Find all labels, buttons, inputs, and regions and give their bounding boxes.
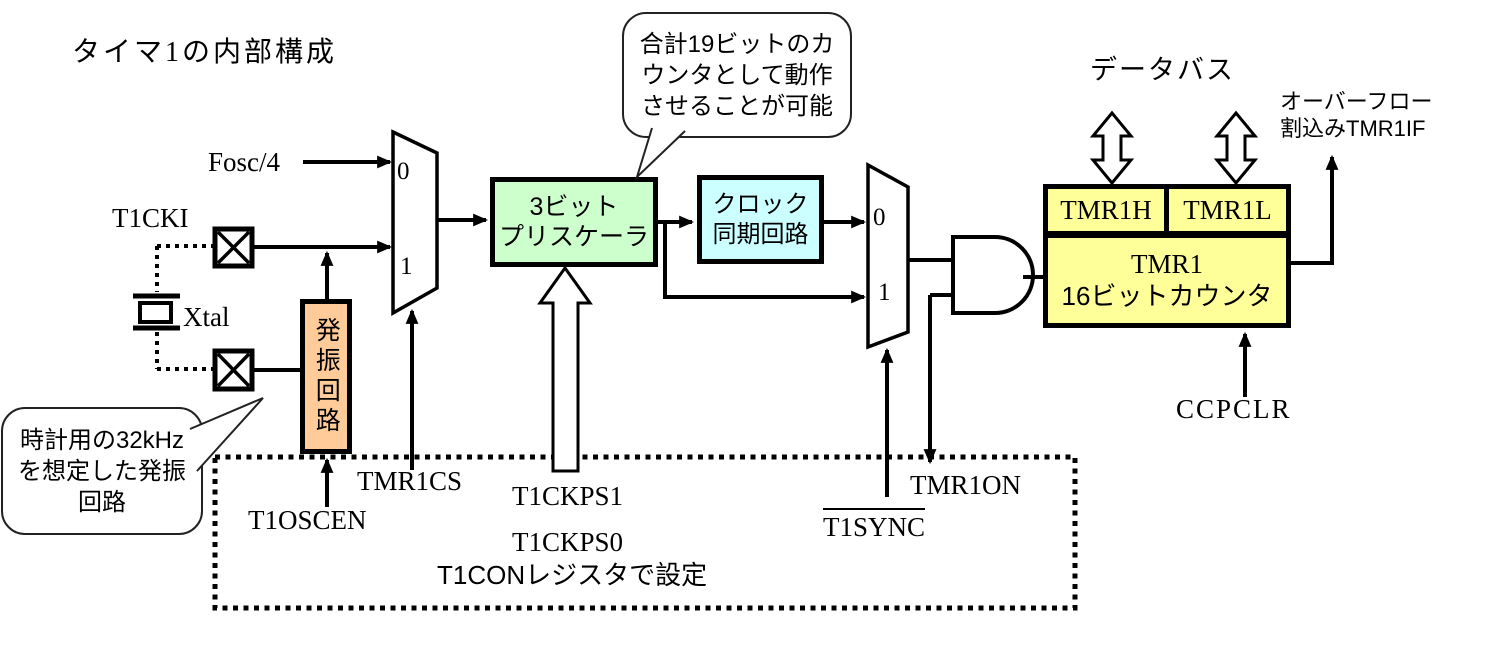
tmr1-description: 16ビットカウンタ — [1061, 281, 1273, 312]
overflow-interrupt-label: オーバーフロー 割込みTMR1IF — [1280, 89, 1433, 141]
t1cki-pad-icon — [212, 226, 255, 269]
mux2-input1-label: 1 — [878, 279, 891, 306]
xtal-label: Xtal — [183, 302, 230, 332]
t1ckps-select-arrow — [537, 265, 593, 473]
oscillator-note-callout: 時計用の32kHz を想定した発振 回路 — [1, 407, 203, 535]
page-title: タイマ1の内部構成 — [72, 37, 338, 68]
wire-tmr1if — [1291, 154, 1339, 265]
t1oscen-label: T1OSCEN — [248, 505, 367, 535]
databus-arrow-tmr1l — [1213, 110, 1259, 186]
and-gate — [951, 235, 1035, 315]
counter-note-callout: 合計19ビットのカ ウンタとして動作 させることが可能 — [622, 12, 852, 138]
t1cki-label: T1CKI — [112, 203, 189, 233]
mux1-input1-label: 1 — [400, 253, 413, 280]
tmr1on-label: TMR1ON — [910, 470, 1022, 500]
mux1-input0-label: 0 — [397, 158, 410, 185]
databus-label: データバス — [1090, 55, 1235, 85]
t1oso-pad-icon — [212, 348, 255, 392]
t1ckps1-label: T1CKPS1 — [512, 481, 624, 511]
mux2-input0-label: 0 — [873, 204, 886, 231]
crystal-icon — [133, 293, 180, 331]
prescaler-block: 3ビット プリスケーラ — [490, 177, 658, 267]
tmr1h-register: TMR1H — [1043, 184, 1169, 236]
tmr1-name: TMR1 — [1130, 249, 1203, 280]
t1sync-label: T1SYNC — [823, 508, 926, 543]
databus-arrow-tmr1h — [1089, 110, 1135, 186]
t1sync-overline-text: T1SYNC — [823, 508, 926, 543]
tmr1cs-label: TMR1CS — [357, 466, 463, 496]
clock-sync-block: クロック 同期回路 — [697, 175, 824, 264]
mux2-shape — [866, 162, 910, 350]
ccpclr-label: CCPCLR — [1176, 394, 1292, 424]
tmr1-counter-block: TMR1 16ビットカウンタ — [1043, 233, 1291, 328]
oscillator-block: 発振回路 — [300, 299, 352, 454]
t1con-config-label: T1CONレジスタで設定 — [437, 560, 708, 590]
tmr1l-register: TMR1L — [1164, 184, 1291, 236]
fosc-label: Fosc/4 — [208, 147, 281, 177]
t1ckps0-label: T1CKPS0 — [512, 527, 624, 557]
